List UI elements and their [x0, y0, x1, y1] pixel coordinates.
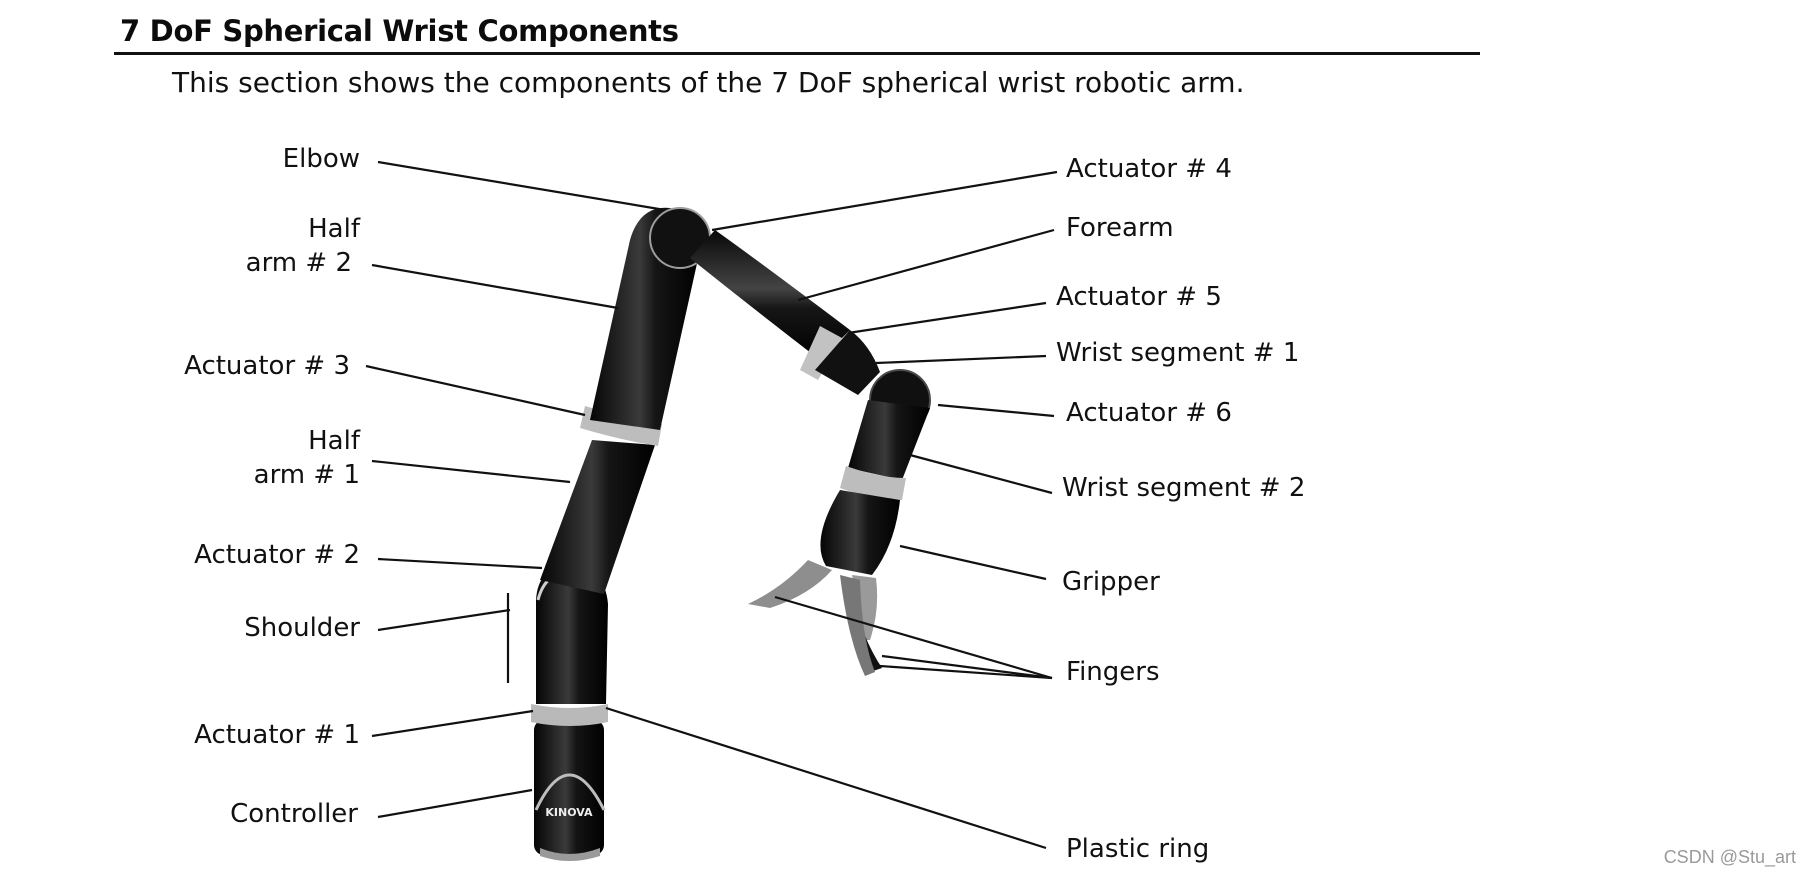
- leader-actuator-2: [377, 557, 543, 570]
- leader-actuator-6: [937, 403, 1055, 418]
- leader-finger-2: [881, 654, 1053, 680]
- leader-controller: [377, 788, 533, 819]
- leader-actuator-1: [371, 709, 534, 738]
- leader-elbow: [377, 160, 666, 212]
- leader-actuator-4: [711, 170, 1058, 232]
- page-title: 7 DoF Spherical Wrist Components: [120, 14, 679, 48]
- wrist-ring: [840, 466, 906, 500]
- label-fingers: Fingers: [1066, 657, 1160, 687]
- controller-base: KINOVA: [534, 720, 606, 861]
- right-leader-lines: [605, 170, 1058, 850]
- label-actuator-6: Actuator # 6: [1066, 398, 1232, 428]
- gripper: [820, 490, 900, 575]
- label-wrist-segment-1: Wrist segment # 1: [1056, 338, 1300, 368]
- wrist-segment-1: [815, 330, 880, 395]
- leader-shoulder: [377, 608, 511, 632]
- label-actuator-3: Actuator # 3: [184, 351, 350, 381]
- left-leader-lines: [365, 160, 666, 819]
- leader-half-arm-1: [371, 459, 571, 484]
- leader-finger-1: [774, 595, 1053, 680]
- label-actuator-2: Actuator # 2: [194, 540, 360, 570]
- kinova-logo: KINOVA: [545, 806, 593, 819]
- intro-text: This section shows the components of the…: [172, 66, 1245, 99]
- label-half-arm-1-line-1: Half: [308, 426, 360, 456]
- leader-finger-3: [879, 664, 1053, 680]
- label-gripper: Gripper: [1062, 567, 1160, 597]
- label-shoulder: Shoulder: [244, 613, 360, 643]
- leader-forearm: [797, 228, 1055, 302]
- label-wrist-segment-2: Wrist segment # 2: [1062, 473, 1306, 503]
- leader-plastic-ring: [605, 706, 1047, 850]
- leader-actuator-5: [847, 301, 1047, 335]
- half-arm-1: [540, 440, 655, 594]
- watermark: CSDN @Stu_art: [1663, 847, 1796, 867]
- leader-wrist-segment-2: [909, 453, 1053, 495]
- finger-3: [840, 575, 875, 676]
- label-actuator-5: Actuator # 5: [1056, 282, 1222, 312]
- forearm: [690, 230, 850, 360]
- leader-gripper: [899, 544, 1047, 581]
- label-half-arm-2-line-2: arm # 2: [245, 248, 352, 278]
- label-half-arm-2-line-1: Half: [308, 214, 360, 244]
- leader-actuator-3: [365, 364, 586, 417]
- label-forearm: Forearm: [1066, 213, 1174, 243]
- label-elbow: Elbow: [282, 144, 360, 174]
- label-half-arm-1-line-2: arm # 1: [253, 460, 360, 490]
- finger-1: [748, 560, 832, 608]
- leader-wrist-segment-1: [875, 354, 1047, 365]
- title-underline: [114, 52, 1480, 55]
- leader-half-arm-2: [371, 263, 619, 310]
- actuator-1-ring: [531, 704, 608, 726]
- wrist-segment-2: [848, 400, 930, 480]
- label-actuator-1: Actuator # 1: [194, 720, 360, 750]
- actuator-5-ring: [800, 326, 842, 380]
- label-controller: Controller: [230, 799, 358, 829]
- label-actuator-4: Actuator # 4: [1066, 154, 1232, 184]
- label-plastic-ring: Plastic ring: [1066, 834, 1210, 864]
